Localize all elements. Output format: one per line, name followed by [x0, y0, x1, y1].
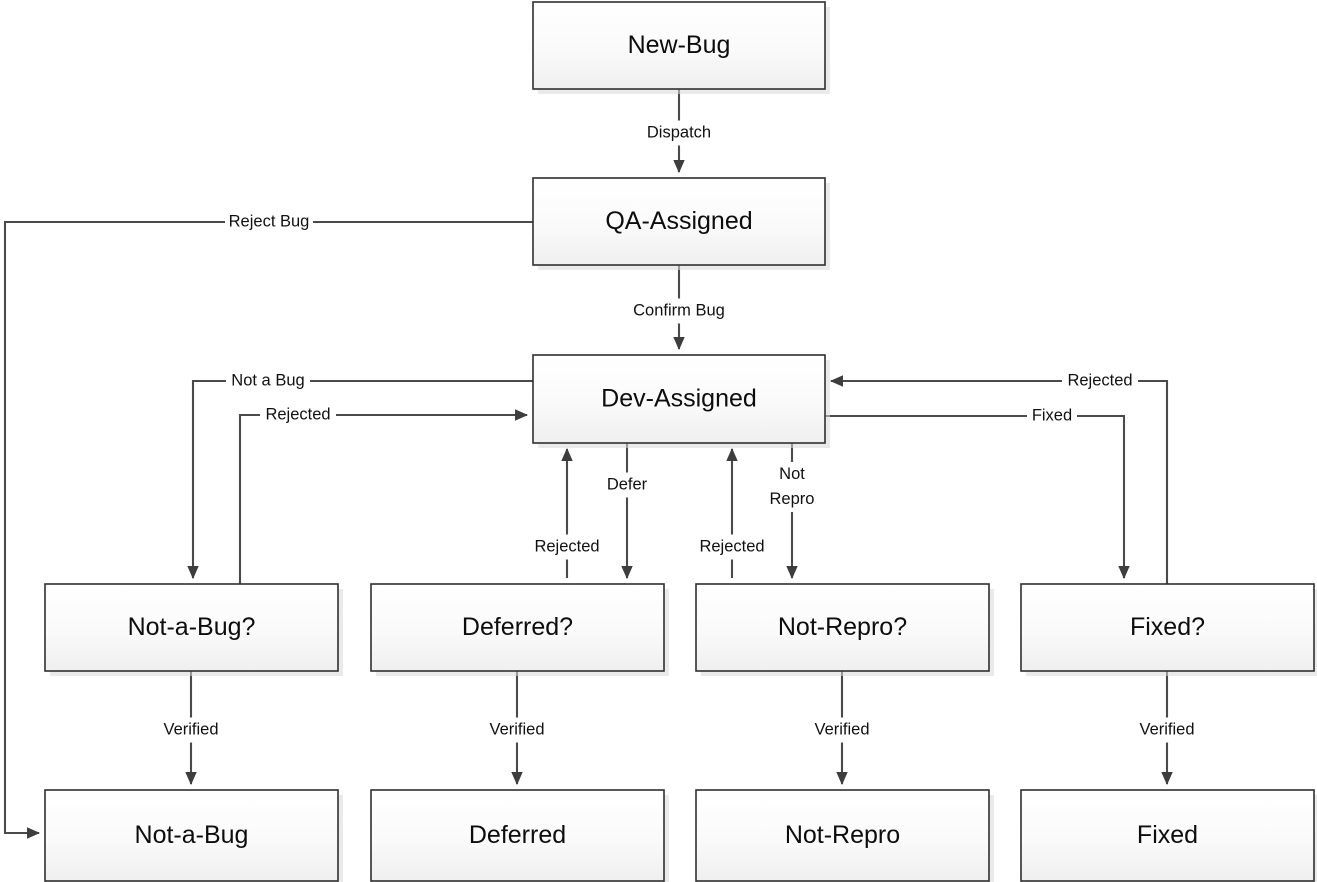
node-label: Not-Repro?	[778, 613, 907, 641]
edge-not-a-bug-out	[187, 379, 533, 580]
edge-label-verified-def: Verified	[484, 717, 550, 743]
edge-label-text: Repro	[770, 490, 815, 508]
node-box[interactable]	[1020, 583, 1315, 672]
edge-label-verified-fix: Verified	[1134, 717, 1200, 743]
edge-label-text: Verified	[163, 720, 218, 738]
edge-label-confirm-bug: Confirm Bug	[630, 298, 728, 324]
edge-label-text: Fixed	[1032, 406, 1072, 424]
edge-label-text: Rejected	[1067, 371, 1132, 389]
edge-fixed-out	[825, 414, 1130, 580]
edge-label-backdrop	[809, 717, 875, 743]
node-label: Fixed?	[1130, 613, 1205, 641]
node-fixed[interactable]: Fixed	[1020, 789, 1317, 882]
edge-label-text: Defer	[607, 475, 648, 493]
node-not-a-bug[interactable]: Not-a-Bug	[44, 789, 343, 882]
node-label: Dev-Assigned	[601, 385, 757, 413]
edge-label-backdrop	[694, 534, 770, 560]
nodes-layer: New-BugQA-AssignedDev-AssignedNot-a-Bug?…	[44, 1, 1317, 882]
edge-label-text: Not a Bug	[231, 371, 304, 389]
node-label: New-Bug	[628, 31, 731, 59]
node-label: Deferred	[469, 821, 566, 849]
node-label: Not-a-Bug	[135, 821, 249, 849]
edge-label-rejected-nab: Rejected	[260, 402, 336, 428]
edge-label-backdrop	[640, 120, 718, 146]
edge-label-text: Reject Bug	[229, 212, 310, 230]
node-dev-assigned[interactable]: Dev-Assigned	[532, 354, 830, 448]
edge-label-rejected-fix: Rejected	[1062, 368, 1138, 394]
node-label: Fixed	[1137, 821, 1198, 849]
edge-label-text: Verified	[814, 720, 869, 738]
node-label: Deferred?	[462, 613, 573, 641]
edge-label-backdrop	[1134, 717, 1200, 743]
edge-label-reject-bug: Reject Bug	[225, 209, 313, 235]
edge-label-backdrop	[226, 368, 310, 394]
edge-label-backdrop	[1062, 368, 1138, 394]
node-box[interactable]	[532, 177, 826, 266]
node-label: QA-Assigned	[605, 207, 752, 235]
node-box[interactable]	[1020, 789, 1315, 882]
edge-label-backdrop	[601, 472, 653, 498]
edge-label-backdrop	[1027, 403, 1077, 429]
node-new-bug[interactable]: New-Bug	[532, 1, 830, 94]
edge-label-backdrop	[225, 209, 313, 235]
edge-label-rejected-def: Rejected	[529, 534, 605, 560]
edge-label-text: Rejected	[699, 537, 764, 555]
edge-label-text: Confirm Bug	[633, 301, 725, 319]
edge-label-backdrop	[630, 298, 728, 324]
node-deferred-q[interactable]: Deferred?	[370, 583, 669, 676]
edge-label-backdrop	[484, 717, 550, 743]
node-not-a-bug-q[interactable]: Not-a-Bug?	[44, 583, 343, 676]
node-deferred[interactable]: Deferred	[370, 789, 669, 882]
edge-reject-bug	[3, 220, 533, 839]
node-box[interactable]	[532, 354, 826, 444]
edge-label-backdrop	[529, 534, 605, 560]
edge-label-backdrop	[260, 402, 336, 428]
node-label: Not-a-Bug?	[128, 613, 256, 641]
node-qa-assigned[interactable]: QA-Assigned	[532, 177, 830, 270]
edge-label-defer: Defer	[601, 472, 653, 498]
node-label: Not-Repro	[785, 821, 900, 849]
edge-label-text: Verified	[1139, 720, 1194, 738]
edge-label-backdrop	[767, 462, 817, 512]
edge-label-text: Not	[779, 465, 805, 483]
edge-label-text: Dispatch	[647, 123, 711, 141]
edge-label-rejected-nrp: Rejected	[694, 534, 770, 560]
node-box[interactable]	[44, 789, 339, 882]
node-box[interactable]	[370, 583, 665, 672]
edge-label-verified-nrp: Verified	[809, 717, 875, 743]
node-box[interactable]	[532, 1, 826, 90]
node-not-repro[interactable]: Not-Repro	[695, 789, 994, 882]
node-box[interactable]	[370, 789, 665, 882]
edge-label-text: Rejected	[265, 405, 330, 423]
edge-label-dispatch: Dispatch	[640, 120, 718, 146]
edge-label-text: Rejected	[534, 537, 599, 555]
node-fixed-q[interactable]: Fixed?	[1020, 583, 1317, 676]
edge-label-backdrop	[158, 717, 224, 743]
node-not-repro-q[interactable]: Not-Repro?	[695, 583, 994, 676]
node-box[interactable]	[695, 583, 990, 672]
edge-label-fixed-out: Fixed	[1027, 403, 1077, 429]
edge-rejected-fix	[829, 375, 1169, 584]
node-box[interactable]	[44, 583, 339, 672]
edge-label-text: Verified	[489, 720, 544, 738]
edge-label-verified-nab: Verified	[158, 717, 224, 743]
node-box[interactable]	[695, 789, 990, 882]
edge-label-not-a-bug-out: Not a Bug	[226, 368, 310, 394]
